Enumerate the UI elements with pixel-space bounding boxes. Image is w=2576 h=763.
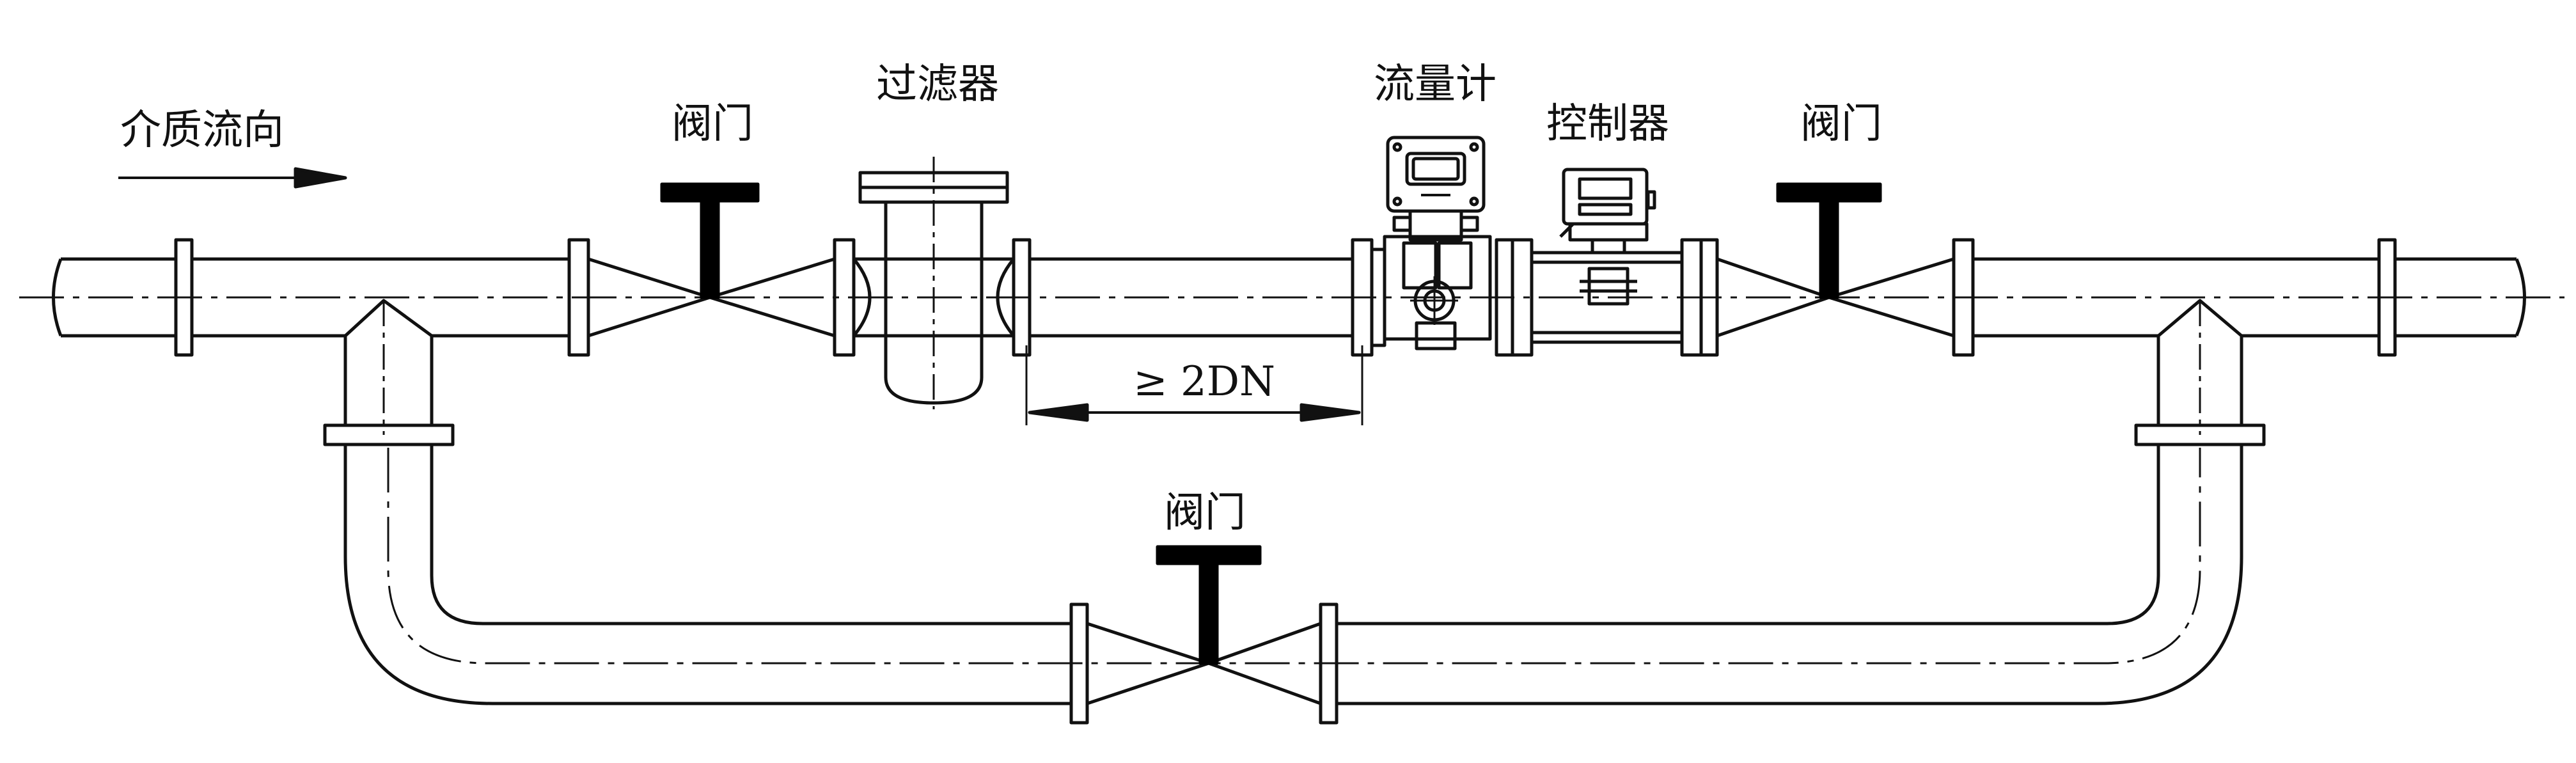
valve-left — [586, 182, 836, 338]
controller — [1511, 168, 1703, 357]
valve-bypass — [1069, 545, 1339, 725]
flow-direction-label: 介质流向 — [120, 107, 284, 154]
flow-arrow — [118, 167, 347, 189]
tee-left — [343, 299, 434, 435]
flowmeter — [1370, 136, 1514, 357]
filter-label: 过滤器 — [876, 61, 999, 108]
dimension-line — [1025, 345, 1363, 425]
valve-right-label: 阀门 — [1800, 100, 1882, 148]
min-distance-label: ≥ 2DN — [1133, 358, 1275, 405]
valve-bypass-label: 阀门 — [1164, 489, 1246, 537]
flowmeter-label: 流量计 — [1374, 61, 1496, 108]
filter-body — [852, 157, 1015, 409]
bypass-pipe — [343, 444, 2243, 705]
branch-flanges — [323, 423, 2266, 446]
tee-right — [2156, 299, 2243, 435]
controller-label: 控制器 — [1546, 100, 1669, 148]
valve-right — [1699, 182, 1954, 357]
valve-left-label: 阀门 — [671, 100, 753, 148]
